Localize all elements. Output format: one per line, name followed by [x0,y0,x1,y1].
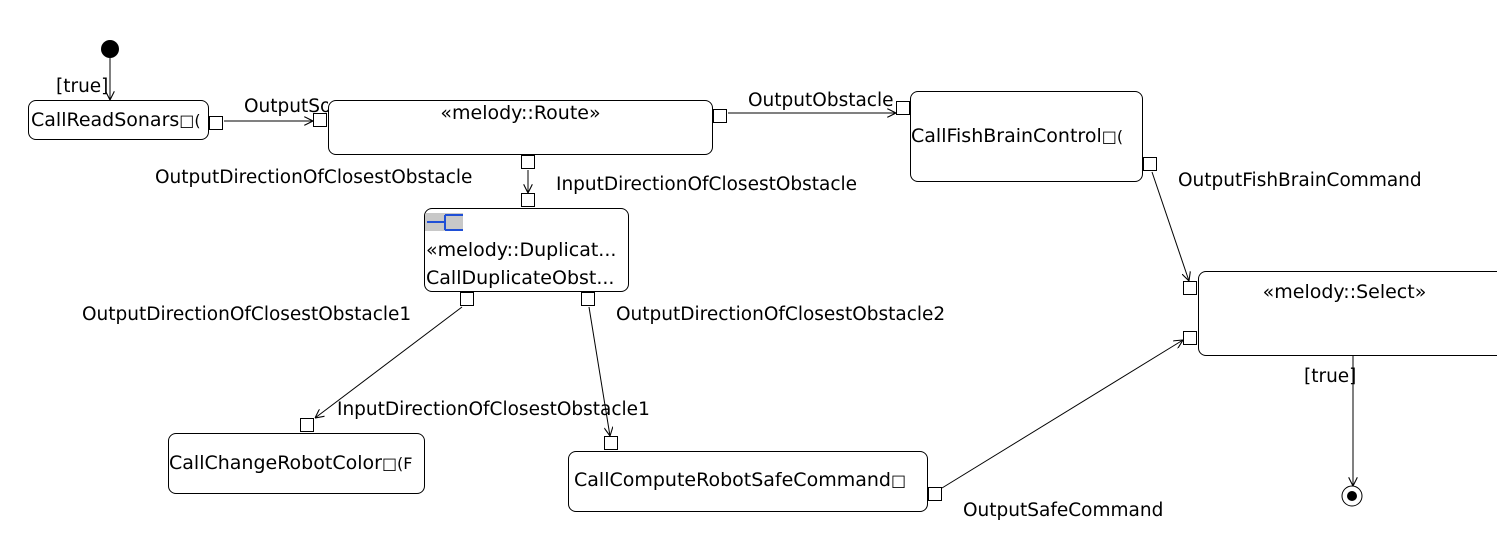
change-color-suffix: □(F [381,454,413,473]
pin-output-sonar[interactable] [209,116,223,130]
structured-activity-icon [425,213,463,231]
pin-duplicate-input[interactable] [521,193,535,207]
action-call-duplicate-obstacle[interactable]: «melody::Duplicat... CallDuplicateObst..… [424,208,629,292]
pin-change-color-input[interactable] [300,418,314,432]
input-direction-label: InputDirectionOfClosestObstacle [556,174,858,195]
read-sonars-name: CallReadSonars [31,109,180,131]
duplicate-stereotype: «melody::Duplicat... [426,239,617,261]
change-color-name: CallChangeRobotColor [169,452,382,474]
output-direction-1-label: OutputDirectionOfClosestObstacle1 [82,304,412,325]
guard-true-top: [true] [56,76,109,97]
output-sonar-label: OutputSonarValues [244,96,328,117]
flow-safecommand-to-select[interactable] [941,340,1183,489]
flow-duplicate-to-changecolor[interactable] [315,306,463,418]
action-call-fish-brain-control[interactable]: CallFishBrainControl□( [910,91,1143,182]
duplicate-name: CallDuplicateObst... [426,267,615,289]
flow-fishbrain-to-select[interactable] [1151,171,1189,281]
output-obstacle-label-clip: OutputObstacle [748,90,910,114]
output-obstacle-label: OutputObstacle [748,90,894,111]
initial-node[interactable] [101,40,119,58]
select-stereotype: «melody::Select» [1262,281,1427,303]
input-direction-1-label: InputDirectionOfClosestObstacle1 [337,399,650,420]
pin-route-output-direction[interactable] [521,155,535,169]
action-select[interactable]: «melody::Select» [1198,271,1497,356]
read-sonars-suffix: □( [179,111,201,130]
guard-true-bottom: [true] [1304,366,1357,387]
action-route[interactable]: «melody::Route» [328,100,713,155]
output-sonar-label-tail-clip [369,96,409,100]
output-sonar-label-clip: OutputSonarValues [244,96,328,120]
action-call-compute-robot-safe-command[interactable]: CallComputeRobotSafeCommand□ [568,451,928,512]
pin-duplicate-output-2[interactable] [581,292,595,306]
output-fish-brain-command-label: OutputFishBrainCommand [1178,170,1422,191]
pin-duplicate-output-1[interactable] [460,292,474,306]
flow-duplicate-to-safecommand[interactable] [588,306,610,436]
pin-fish-brain-output[interactable] [1143,157,1157,171]
pin-route-input[interactable] [313,113,327,127]
pin-select-input-safe[interactable] [1183,331,1197,345]
pin-select-input-fish[interactable] [1183,281,1197,295]
output-direction-2-label: OutputDirectionOfClosestObstacle2 [616,304,946,325]
action-call-read-sonars[interactable]: CallReadSonars□( [28,100,209,140]
route-stereotype: «melody::Route» [440,102,601,124]
pin-safe-command-input[interactable] [604,436,618,450]
pin-route-output-obstacle[interactable] [713,109,727,123]
output-direction-label: OutputDirectionOfClosestObstacle [155,167,473,188]
safe-command-name: CallComputeRobotSafeCommand [574,469,891,491]
output-safe-command-label: OutputSafeCommand [963,500,1164,521]
safe-command-suffix: □ [890,471,907,490]
fish-brain-name: CallFishBrainControl [911,125,1102,147]
pin-safe-command-output[interactable] [928,487,942,501]
action-call-change-robot-color[interactable]: CallChangeRobotColor□(F [168,433,425,494]
activity-final-node[interactable] [1341,485,1363,507]
pin-fish-brain-input[interactable] [896,101,910,115]
fish-brain-suffix: □( [1101,127,1124,146]
